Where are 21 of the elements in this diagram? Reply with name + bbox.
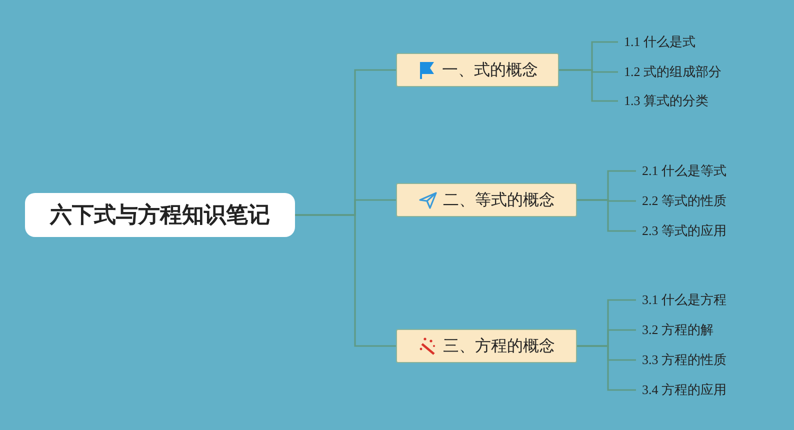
connector-line: [559, 69, 618, 102]
central-topic-box: [25, 193, 295, 237]
topic-box: [396, 329, 577, 363]
central-topic-title: 六下式与方程知识笔记: [50, 201, 270, 229]
topic-box: [396, 183, 577, 217]
topic-text: 2.3 等式的应用: [636, 221, 756, 241]
topic-box: [396, 53, 559, 87]
topic-text: 2.1 什么是等式: [636, 161, 756, 181]
topic-title: 三、方程的概念: [443, 336, 555, 356]
connector-line: [295, 214, 396, 347]
topic-text: 2.2 等式的性质: [636, 191, 756, 211]
topic-text: 1.2 式的组成部分: [618, 62, 748, 82]
topic-text: 3.3 方程的性质: [636, 350, 756, 370]
connector-line: [577, 199, 636, 232]
topic-text: 3.1 什么是方程: [636, 290, 756, 310]
topic-text: 3.2 方程的解: [636, 320, 756, 340]
topic-text: 1.1 什么是式: [618, 32, 728, 52]
topic-title: 二、等式的概念: [443, 190, 555, 210]
topic-title: 一、式的概念: [442, 60, 538, 80]
topic-text: 1.3 算式的分类: [618, 91, 728, 111]
topic-text: 3.4 方程的应用: [636, 380, 756, 400]
